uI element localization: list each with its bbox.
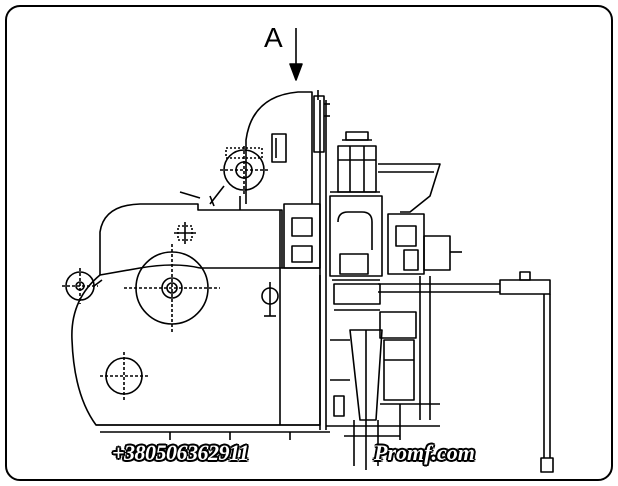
- lever: [261, 282, 279, 317]
- upper-hood: [245, 90, 330, 204]
- phone-watermark: +380506362911: [112, 440, 249, 465]
- view-arrow-head: [289, 63, 303, 81]
- small-gear: [174, 222, 196, 244]
- central-frame: [283, 100, 383, 430]
- top-column: [337, 131, 377, 193]
- right-mechanism: [387, 213, 462, 420]
- site-watermark: Promf.com: [374, 440, 475, 465]
- lower-drum: [100, 352, 148, 400]
- large-drum: [124, 244, 220, 332]
- discharge-funnel: [330, 311, 417, 470]
- extension-arm: [378, 271, 554, 473]
- main-housing: [71, 203, 330, 440]
- hood-gear: [179, 146, 268, 210]
- left-roller: [62, 268, 103, 304]
- base-rails: [326, 403, 440, 440]
- hopper: [378, 163, 441, 213]
- view-marker-label: A: [264, 22, 283, 53]
- drawing-border: [5, 5, 613, 481]
